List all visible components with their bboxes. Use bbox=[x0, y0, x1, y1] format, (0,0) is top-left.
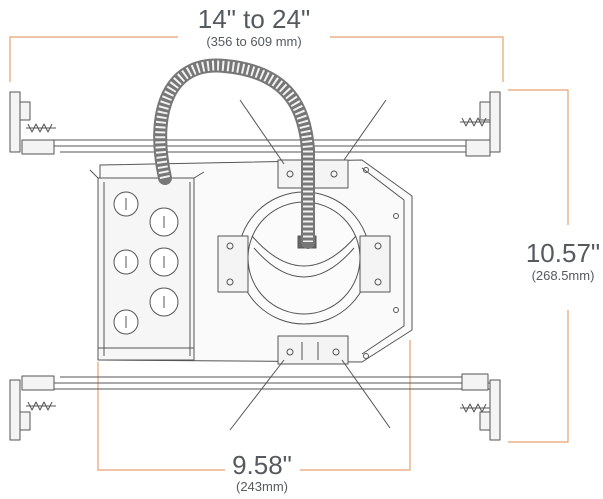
hanger-clip-bottom-left bbox=[9, 375, 56, 441]
width-dimension-label: 14" to 24" bbox=[198, 4, 310, 34]
width-dimension-right-leg bbox=[330, 36, 504, 82]
depth-dimension-metric: (243mm) bbox=[236, 479, 288, 494]
junction-box bbox=[89, 169, 205, 361]
bottom-bracket bbox=[277, 335, 349, 365]
depth-dimension-left-leg bbox=[97, 362, 225, 471]
housing-frame bbox=[9, 91, 501, 441]
height-dimension-top-leg bbox=[508, 89, 569, 225]
top-hanger-bar bbox=[24, 139, 492, 153]
bottom-hanger-bar bbox=[24, 376, 492, 390]
depth-dimension-label: 9.58" bbox=[232, 450, 292, 480]
hanger-clip-top-left bbox=[9, 91, 56, 155]
mounting-plate-flange bbox=[361, 167, 405, 355]
height-dimension-label: 10.57" bbox=[526, 238, 600, 268]
height-dimension-metric: (268.5mm) bbox=[532, 268, 595, 283]
width-dimension-left-leg bbox=[9, 36, 178, 82]
hanger-clip-bottom-right bbox=[460, 373, 501, 441]
hanger-clip-top-right bbox=[460, 91, 501, 157]
width-dimension-metric: (356 to 609 mm) bbox=[206, 34, 301, 49]
armored-conduit bbox=[153, 58, 315, 249]
knockouts bbox=[113, 191, 179, 335]
height-dimension-bottom-leg bbox=[508, 310, 569, 443]
dimension-lines bbox=[9, 36, 569, 471]
spring-wires bbox=[229, 99, 391, 431]
